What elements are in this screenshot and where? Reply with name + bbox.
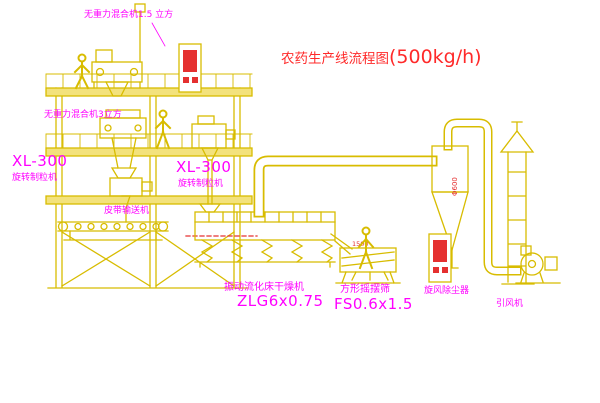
control-cabinet-top: [178, 43, 202, 93]
sifter-dimension-text: 1500: [352, 240, 369, 248]
label-cyclone: 旋风除尘器: [424, 286, 470, 296]
label-belt-conveyor: 皮带输送机: [104, 206, 150, 216]
label-granulator-left-name: 旋转制粒机: [12, 173, 58, 183]
drawing-title-capacity: (500kg/h): [389, 46, 482, 68]
drawing-title: 农药生产线流程图(500kg/h): [281, 48, 482, 67]
label-sifter-name: 方形摇摆筛: [340, 284, 390, 295]
person-icon: [154, 109, 172, 150]
belt-conveyor: [57, 221, 169, 241]
label-granulator-mid-name: 旋转制粒机: [178, 179, 224, 189]
label-fan: 引风机: [496, 299, 524, 309]
square-sifter: 1500: [335, 240, 401, 284]
cyclone-outlet-duct: [443, 118, 522, 276]
building-frame: [45, 87, 253, 289]
cyclone-dimension-text: Φ600: [451, 177, 459, 196]
exhaust-stack: [499, 121, 535, 285]
fluid-bed-dryer: [194, 211, 353, 268]
mixer-top: [91, 3, 146, 97]
granulator-left: [109, 167, 153, 223]
person-icon: [73, 53, 91, 90]
label-dryer-name: 振动流化床干燥机: [224, 282, 304, 293]
induced-draft-fan: [515, 245, 561, 284]
label-mixer-mid: 无重力混合机3立方: [44, 110, 122, 120]
person-icon: [357, 226, 375, 270]
mixer-mid: [99, 109, 147, 169]
label-dryer-model: ZLG6x0.75: [237, 292, 324, 310]
label-sifter-model: FS0.6x1.5: [334, 295, 413, 313]
exhaust-duct: [253, 155, 438, 218]
label-mixer-top: 无重力混合机1.5 立方: [84, 10, 174, 20]
label-leader-lines: [151, 22, 166, 47]
granulator-mid: [191, 115, 236, 213]
drawing-title-text: 农药生产线流程图: [281, 51, 389, 67]
label-granulator-left-model: XL-300: [12, 152, 68, 170]
control-cabinet-ground: [428, 233, 452, 283]
label-granulator-mid-model: XL-300: [176, 158, 232, 176]
